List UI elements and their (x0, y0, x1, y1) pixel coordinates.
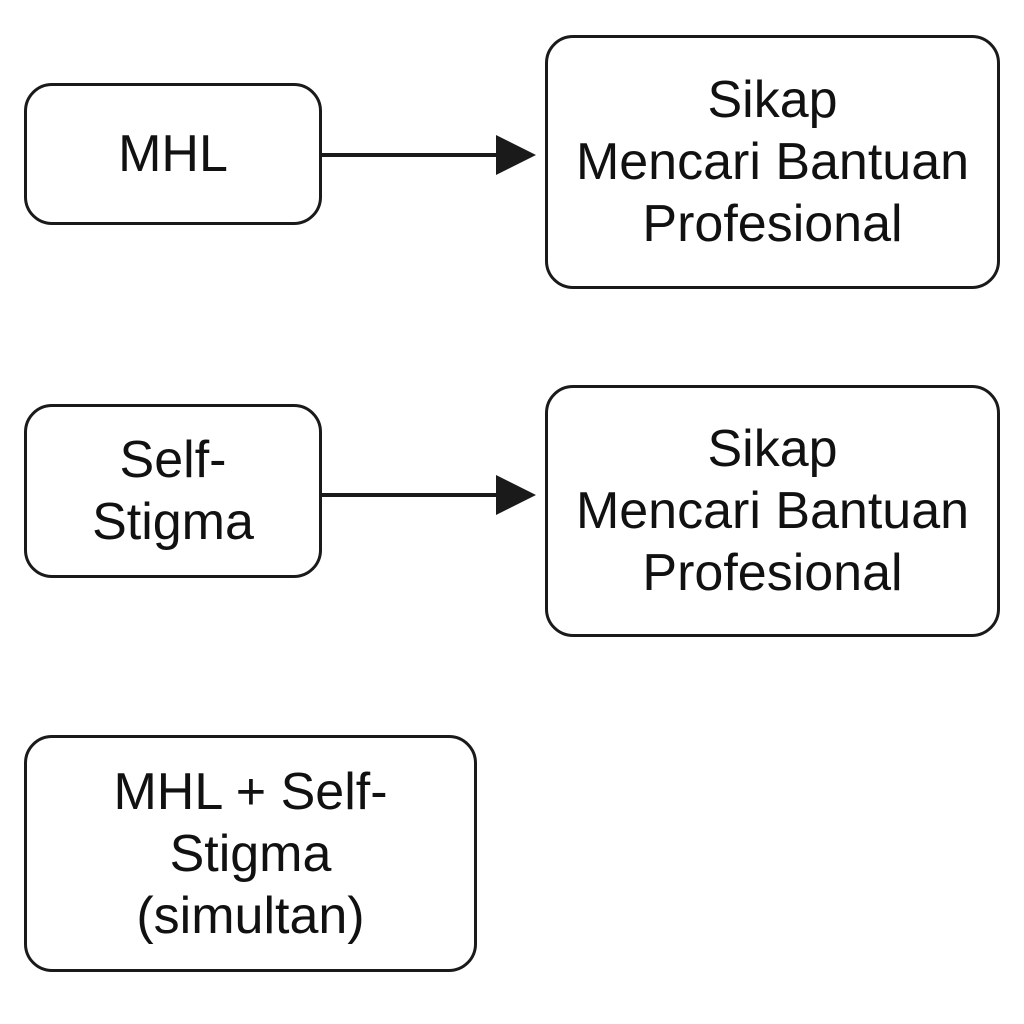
arrow-self-stigma-to-sikap-2 (322, 475, 536, 515)
node-sikap-mencari-bantuan-1: Sikap Mencari Bantuan Profesional (545, 35, 1000, 289)
node-label: (simultan) (136, 886, 365, 945)
node-label: MHL (118, 125, 228, 183)
node-label: Profesional (642, 544, 903, 602)
node-mhl: MHL (24, 83, 322, 225)
node-label: Sikap (707, 420, 838, 478)
node-label: MHL + Self- (113, 762, 388, 821)
arrow-mhl-to-sikap-1 (322, 135, 536, 175)
arrowhead-icon (496, 475, 536, 515)
node-label: Sikap (707, 71, 838, 129)
node-label: Mencari Bantuan (575, 133, 970, 191)
node-label: Stigma (169, 824, 332, 883)
node-label: Mencari Bantuan (575, 482, 970, 540)
node-label: Self- (119, 431, 227, 489)
arrowhead-icon (496, 135, 536, 175)
node-label: Stigma (92, 493, 254, 551)
node-sikap-mencari-bantuan-2: Sikap Mencari Bantuan Profesional (545, 385, 1000, 637)
node-self-stigma: Self- Stigma (24, 404, 322, 578)
node-mhl-self-stigma-simultan: MHL + Self- Stigma (simultan) (24, 735, 477, 972)
node-label: Profesional (642, 195, 903, 253)
